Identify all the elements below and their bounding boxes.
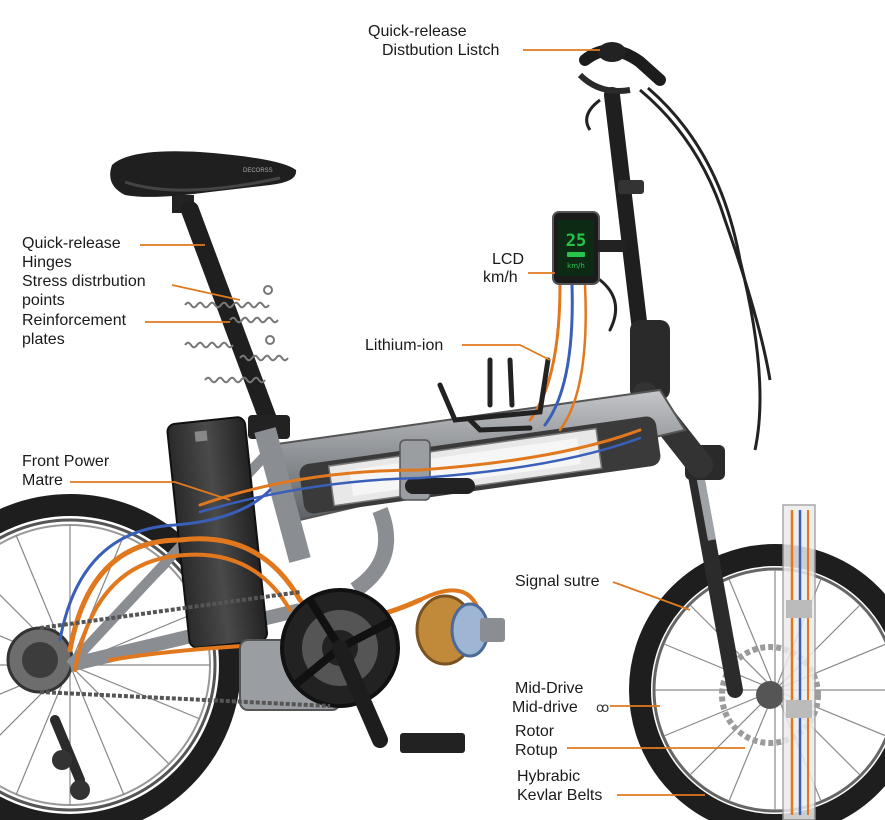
label-mid-drive: Mid-Drive [515,680,584,697]
label-stress-distribution: Stress distrbution [22,273,146,290]
label-rotup: Rotup [515,742,558,759]
leader-lines [70,49,745,796]
battery-pack [166,416,269,649]
handlebar [577,42,772,451]
disc-brake-rotor [719,644,821,746]
label-front-power: Front Power [22,453,110,470]
spring-icons [184,285,289,384]
label-lithium-ion: Lithium-ion [365,337,444,354]
label-kevlar-belts: Kevlar Belts [517,787,603,804]
label-lcd: LCD [492,251,525,268]
rear-derailleur [50,715,90,800]
saddle: DECORSS [110,151,297,213]
lithium-ion-rack [437,357,551,433]
label-hybrabic: Hybrabic [517,768,581,785]
mid-drive-motor [239,588,505,753]
label-points: points [22,292,65,309]
pedal [400,733,465,753]
wiring-harness [58,278,642,672]
chain [39,590,331,708]
label-top-distribution-latch: Distbution Listch [382,42,500,59]
saddle-brand: DECORSS [243,168,273,174]
label-mid-drive-2: Mid-drive [512,699,578,716]
label-signal-sutre: Signal sutre [515,573,600,590]
label-quick-release-hinges: Quick-release [22,235,121,252]
label-reinforcement: Reinforcement [22,312,127,329]
label-top-quick-release: Quick-release [368,23,467,40]
label-plates: plates [22,331,65,348]
lcd-speed: 25 [566,231,586,251]
lcd-unit: km/h [567,262,585,270]
label-matre: Matre [22,472,63,489]
label-kmh: km/h [483,269,518,286]
front-wheel [629,504,885,820]
label-rotor: Rotor [515,723,555,740]
mid-drive-glyph: ꝏ [596,701,609,716]
lcd-display: 25 km/h [552,211,626,285]
label-hinges: Hinges [22,254,72,271]
